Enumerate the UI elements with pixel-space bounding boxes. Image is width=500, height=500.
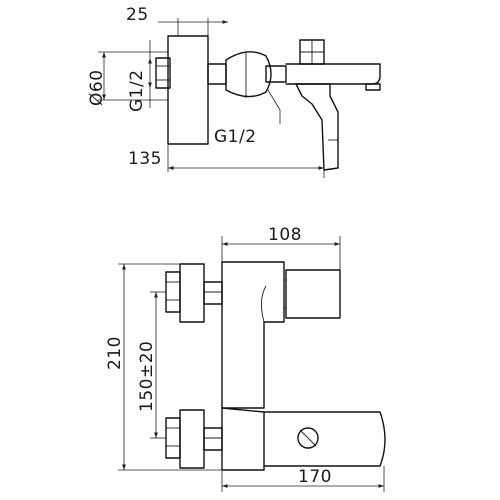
dim-top-width: 25 [126,5,149,25]
inlet-nut [155,57,171,89]
front-view: 108 210 150±20 170 [105,225,386,492]
dim-body-width: 108 [268,225,302,245]
dim-total-width: 170 [298,467,332,487]
dim-body-diameter: Ø60 [87,69,107,106]
mixer-body [221,261,285,409]
lever-handle [295,83,339,171]
lower-inlet [179,409,205,469]
dim-thread-outlet: G1/2 [214,127,257,147]
spout-body [221,407,265,471]
dim-thread-left: G1/2 [127,69,147,112]
mixer-body-round [225,51,272,98]
connector-pipe [207,63,227,85]
upper-inlet [179,263,205,323]
dim-inlet-spacing: 150±20 [137,341,157,412]
wall-flange [167,35,209,145]
spout [285,63,381,85]
spout-outlet [297,427,319,449]
dim-total-depth: 135 [128,149,162,169]
lever-block [285,269,341,319]
side-view: 25 Ø60 G1/2 G1/2 135 [87,5,381,178]
dim-total-height: 210 [105,336,125,370]
